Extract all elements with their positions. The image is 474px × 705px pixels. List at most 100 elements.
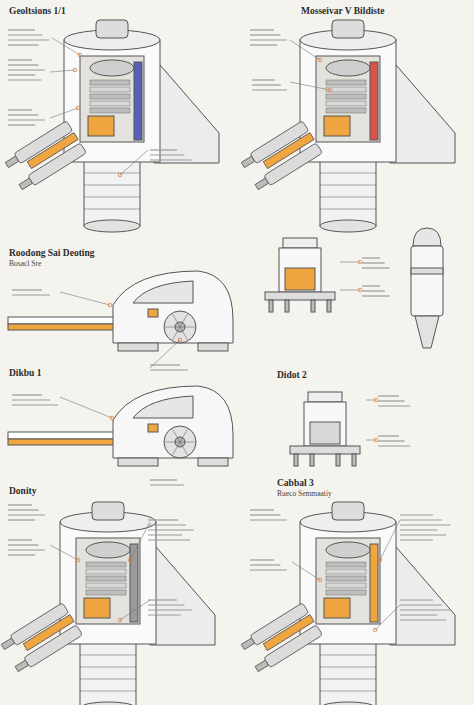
text-stroke (378, 395, 399, 396)
nozzle (14, 121, 73, 164)
text-stroke (12, 394, 42, 395)
coil (326, 583, 366, 588)
panel-heading: Dikbu 1 (8, 368, 42, 379)
lens (326, 542, 370, 558)
panel-heading: Roodong Sai Deoting (8, 248, 96, 259)
nozzle-tip (255, 660, 268, 671)
leader-dot (118, 173, 122, 177)
leader-dot (76, 106, 80, 110)
spoke (173, 442, 181, 455)
leader-dot (374, 438, 378, 442)
orange-tab (148, 309, 158, 317)
leader-line (380, 520, 400, 560)
capsule (411, 228, 443, 348)
text-stroke (150, 479, 177, 480)
top-knob (332, 502, 364, 520)
housing-wing (390, 540, 455, 645)
text-stroke (400, 524, 451, 525)
core (285, 268, 315, 290)
leg (336, 454, 340, 466)
coil (326, 108, 366, 113)
base-ring (320, 197, 376, 198)
nozzle-arm (0, 603, 83, 674)
text-stroke (250, 569, 287, 570)
text-stroke (8, 509, 38, 510)
text-stroke (378, 445, 410, 446)
orange-tab (148, 424, 158, 432)
nozzle-tip (1, 638, 14, 649)
nozzle-arm (240, 603, 323, 674)
capsule-top (413, 228, 441, 246)
exploded-part (265, 238, 335, 312)
leader-line (150, 340, 180, 368)
text-stroke (400, 534, 446, 535)
base-ring (320, 185, 376, 186)
text-stroke (8, 554, 35, 555)
text-stroke (250, 564, 280, 565)
text-stroke (362, 285, 380, 286)
housing-wing (390, 58, 455, 163)
text-stroke (400, 529, 437, 530)
leader-dot (373, 628, 377, 632)
housing-wing (150, 540, 215, 645)
text-stroke (400, 539, 433, 540)
coil (86, 562, 126, 567)
coil (86, 576, 126, 581)
top-knob (92, 502, 124, 520)
base-ring (80, 679, 136, 680)
base-cylinder (320, 158, 376, 226)
leader-dot (76, 558, 80, 562)
base-bottom (320, 220, 376, 232)
lens (86, 542, 130, 558)
base-cylinder (320, 640, 376, 705)
coil (90, 80, 130, 85)
text-stroke (8, 74, 35, 75)
leader-line (120, 600, 150, 620)
stripe (134, 62, 142, 140)
machine-cutaway (0, 502, 215, 705)
leg (285, 300, 289, 312)
base-ring (320, 667, 376, 668)
leader-line (375, 605, 400, 630)
base-ring (320, 173, 376, 174)
nozzle-tip (15, 660, 28, 671)
text-stroke (362, 257, 380, 258)
base-ring (84, 197, 140, 198)
leader-dot (358, 260, 362, 264)
text-stroke (8, 34, 42, 35)
text-stroke (8, 539, 32, 540)
spoke (180, 314, 188, 327)
text-stroke (8, 114, 38, 115)
interior (76, 538, 140, 624)
text-stroke (150, 369, 188, 370)
text-stroke (400, 609, 451, 610)
leader-line (50, 108, 78, 118)
base-ring (320, 209, 376, 210)
orange-core (84, 598, 110, 618)
leader-line (120, 150, 148, 175)
text-stroke (150, 364, 180, 365)
leader-line (290, 82, 330, 90)
base-cylinder (80, 640, 136, 705)
text-stroke (400, 614, 437, 615)
leader-dot (110, 416, 114, 420)
nozzle-tip (19, 178, 32, 189)
coil (90, 108, 130, 113)
coil (326, 94, 366, 99)
coil (326, 101, 366, 106)
nozzle (10, 603, 69, 646)
leader-dot (318, 578, 322, 582)
text-stroke (250, 44, 277, 45)
text-stroke (8, 59, 32, 60)
text-stroke (362, 295, 390, 296)
text-stroke (148, 614, 181, 615)
coil (90, 94, 130, 99)
text-stroke (150, 484, 184, 485)
leader-dot (374, 398, 378, 402)
interior (80, 56, 144, 142)
core (310, 422, 340, 444)
base-ring (84, 173, 140, 174)
text-stroke (378, 405, 410, 406)
text-stroke (250, 39, 287, 40)
spoke (180, 327, 188, 340)
